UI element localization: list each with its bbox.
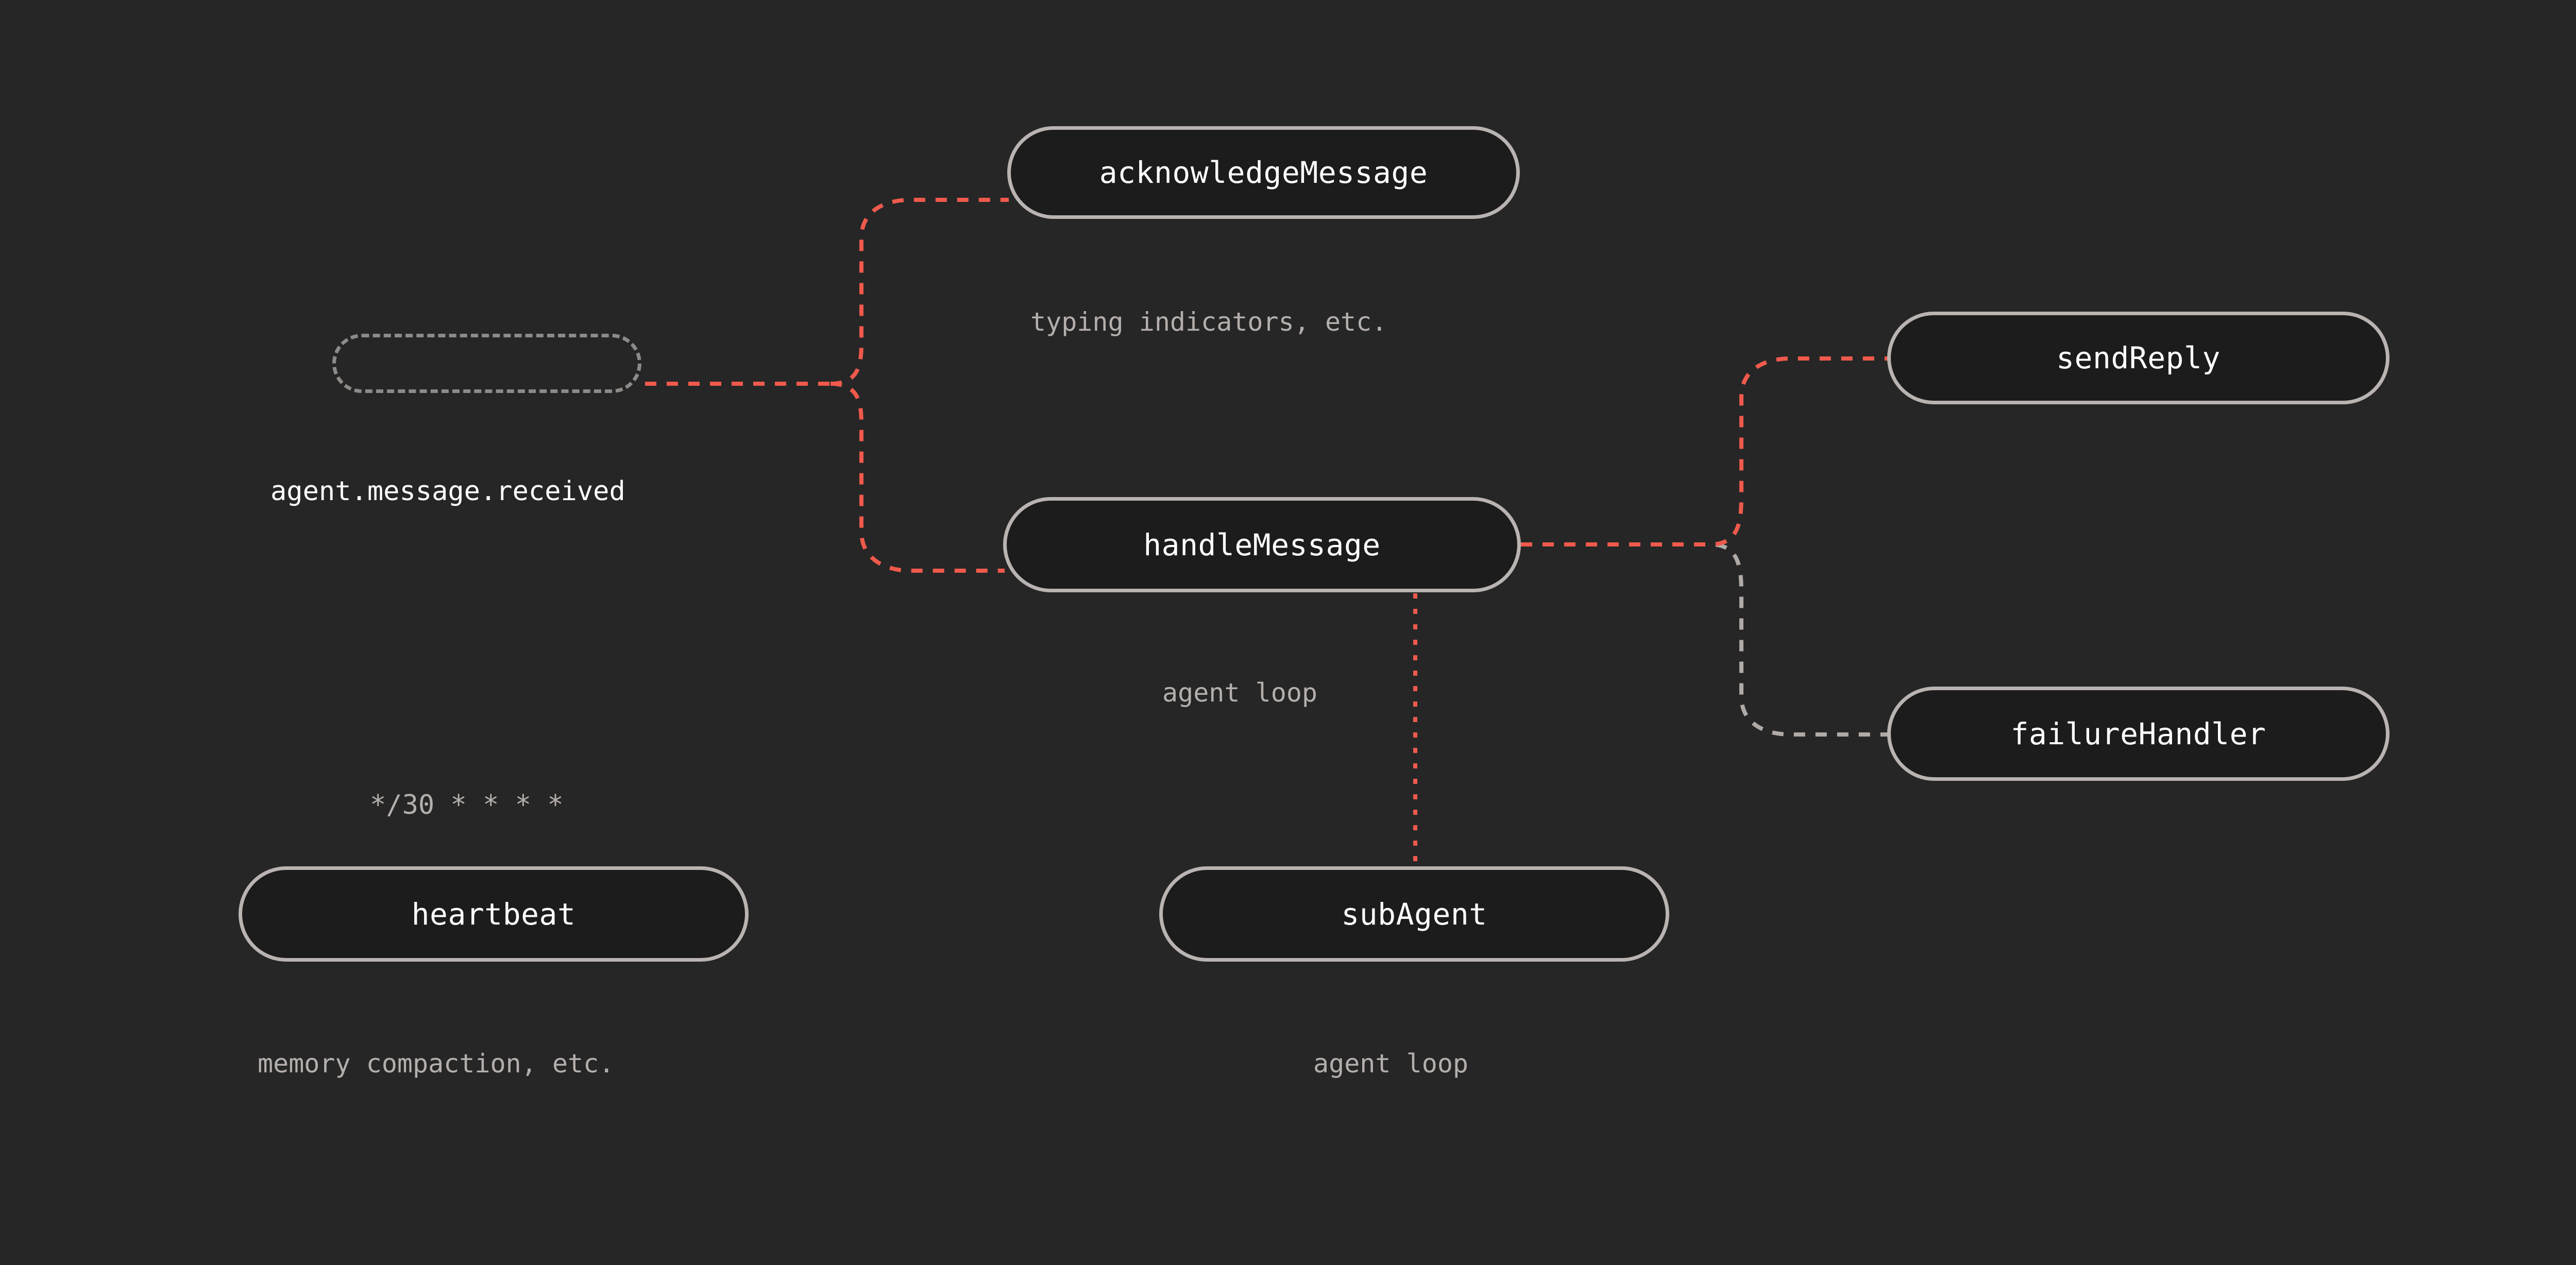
node-acknowledgemessage-caption: typing indicators, etc.	[1030, 307, 1387, 337]
node-acknowledgemessage-label: acknowledgeMessage	[1099, 155, 1428, 190]
node-sendreply[interactable]: sendReply	[1887, 312, 2389, 404]
node-heartbeat[interactable]: heartbeat	[239, 866, 749, 962]
node-handlemessage-label: handleMessage	[1143, 527, 1381, 562]
edge-trigger-to-acknowledge	[830, 198, 1009, 386]
node-heartbeat-label: heartbeat	[411, 896, 576, 932]
node-heartbeat-caption: memory compaction, etc.	[258, 1049, 615, 1079]
node-handlemessage-caption: agent loop	[1162, 678, 1318, 708]
edge-handlemessage-to-sendreply	[1521, 356, 1889, 546]
node-subagent-caption: agent loop	[1313, 1049, 1469, 1079]
node-failurehandler[interactable]: failureHandler	[1887, 687, 2389, 781]
trigger-agent-message-received-title: agent.message.received	[270, 476, 625, 507]
edge-handlemessage-to-failurehandler	[1521, 542, 1889, 737]
node-acknowledgemessage[interactable]: acknowledgeMessage	[1007, 126, 1520, 219]
node-failurehandler-label: failureHandler	[2010, 716, 2266, 751]
node-subagent-label: subAgent	[1341, 896, 1487, 932]
node-subagent[interactable]: subAgent	[1159, 866, 1669, 962]
trigger-agent-message-received[interactable]	[332, 334, 641, 393]
node-handlemessage[interactable]: handleMessage	[1003, 497, 1521, 592]
trigger-cron-heartbeat-label: */30 * * * *	[370, 790, 564, 820]
node-sendreply-label: sendReply	[2056, 340, 2221, 375]
edge-trigger-to-handlemessage	[830, 382, 1005, 573]
